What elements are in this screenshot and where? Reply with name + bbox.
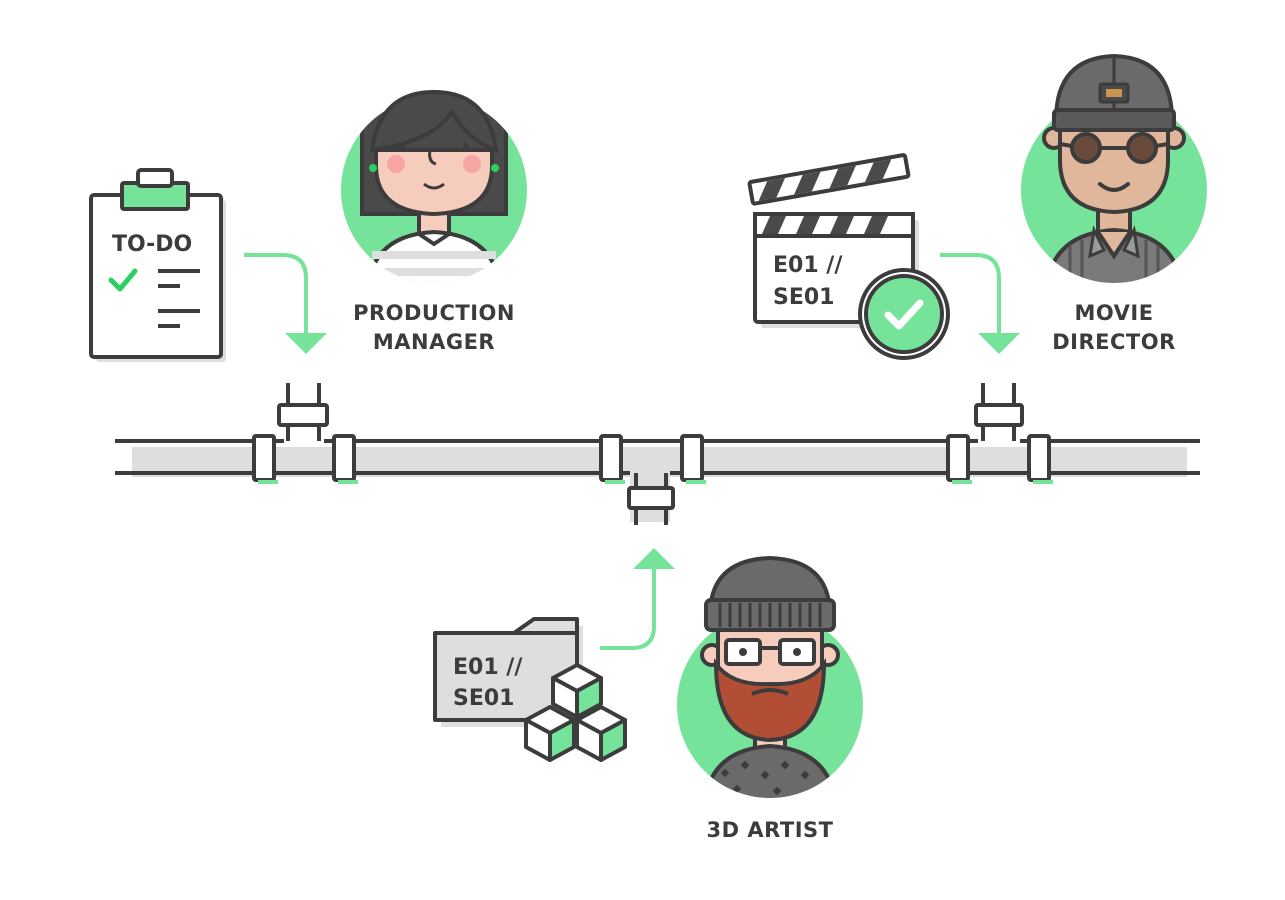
clapperboard-icon: E01 // SE01 — [747, 153, 950, 360]
clipboard-title: TO-DO — [112, 232, 192, 257]
clapperboard-line2: SE01 — [773, 285, 835, 310]
3d-artist-avatar — [677, 555, 863, 798]
arrow-up-icon — [600, 548, 675, 650]
arrow-down-icon — [244, 253, 327, 354]
pipeline — [115, 383, 1200, 525]
clipboard-icon: TO-DO — [89, 168, 226, 362]
folder-icon: E01 // SE01 — [433, 617, 583, 727]
folder-line1: E01 // — [453, 655, 523, 680]
pipe-junction-right — [946, 383, 1053, 484]
arrow-down-icon — [940, 253, 1020, 354]
movie-director-avatar — [1021, 53, 1207, 283]
cubes-icon — [524, 663, 627, 762]
production-manager-label-line2: MANAGER — [373, 330, 495, 354]
check-icon — [884, 299, 924, 330]
movie-director-label-line2: DIRECTOR — [1052, 330, 1176, 354]
folder-line2: SE01 — [453, 686, 515, 711]
pipe-junction-left — [252, 383, 358, 484]
3d-artist-label: 3D ARTIST — [707, 818, 834, 842]
check-icon — [108, 268, 138, 292]
clapperboard-line1: E01 // — [773, 253, 843, 278]
pipe-junction-middle — [599, 434, 706, 525]
production-manager-label-line1: PRODUCTION — [353, 301, 515, 325]
production-manager-avatar — [341, 89, 527, 283]
movie-director-label-line1: MOVIE — [1074, 301, 1153, 325]
